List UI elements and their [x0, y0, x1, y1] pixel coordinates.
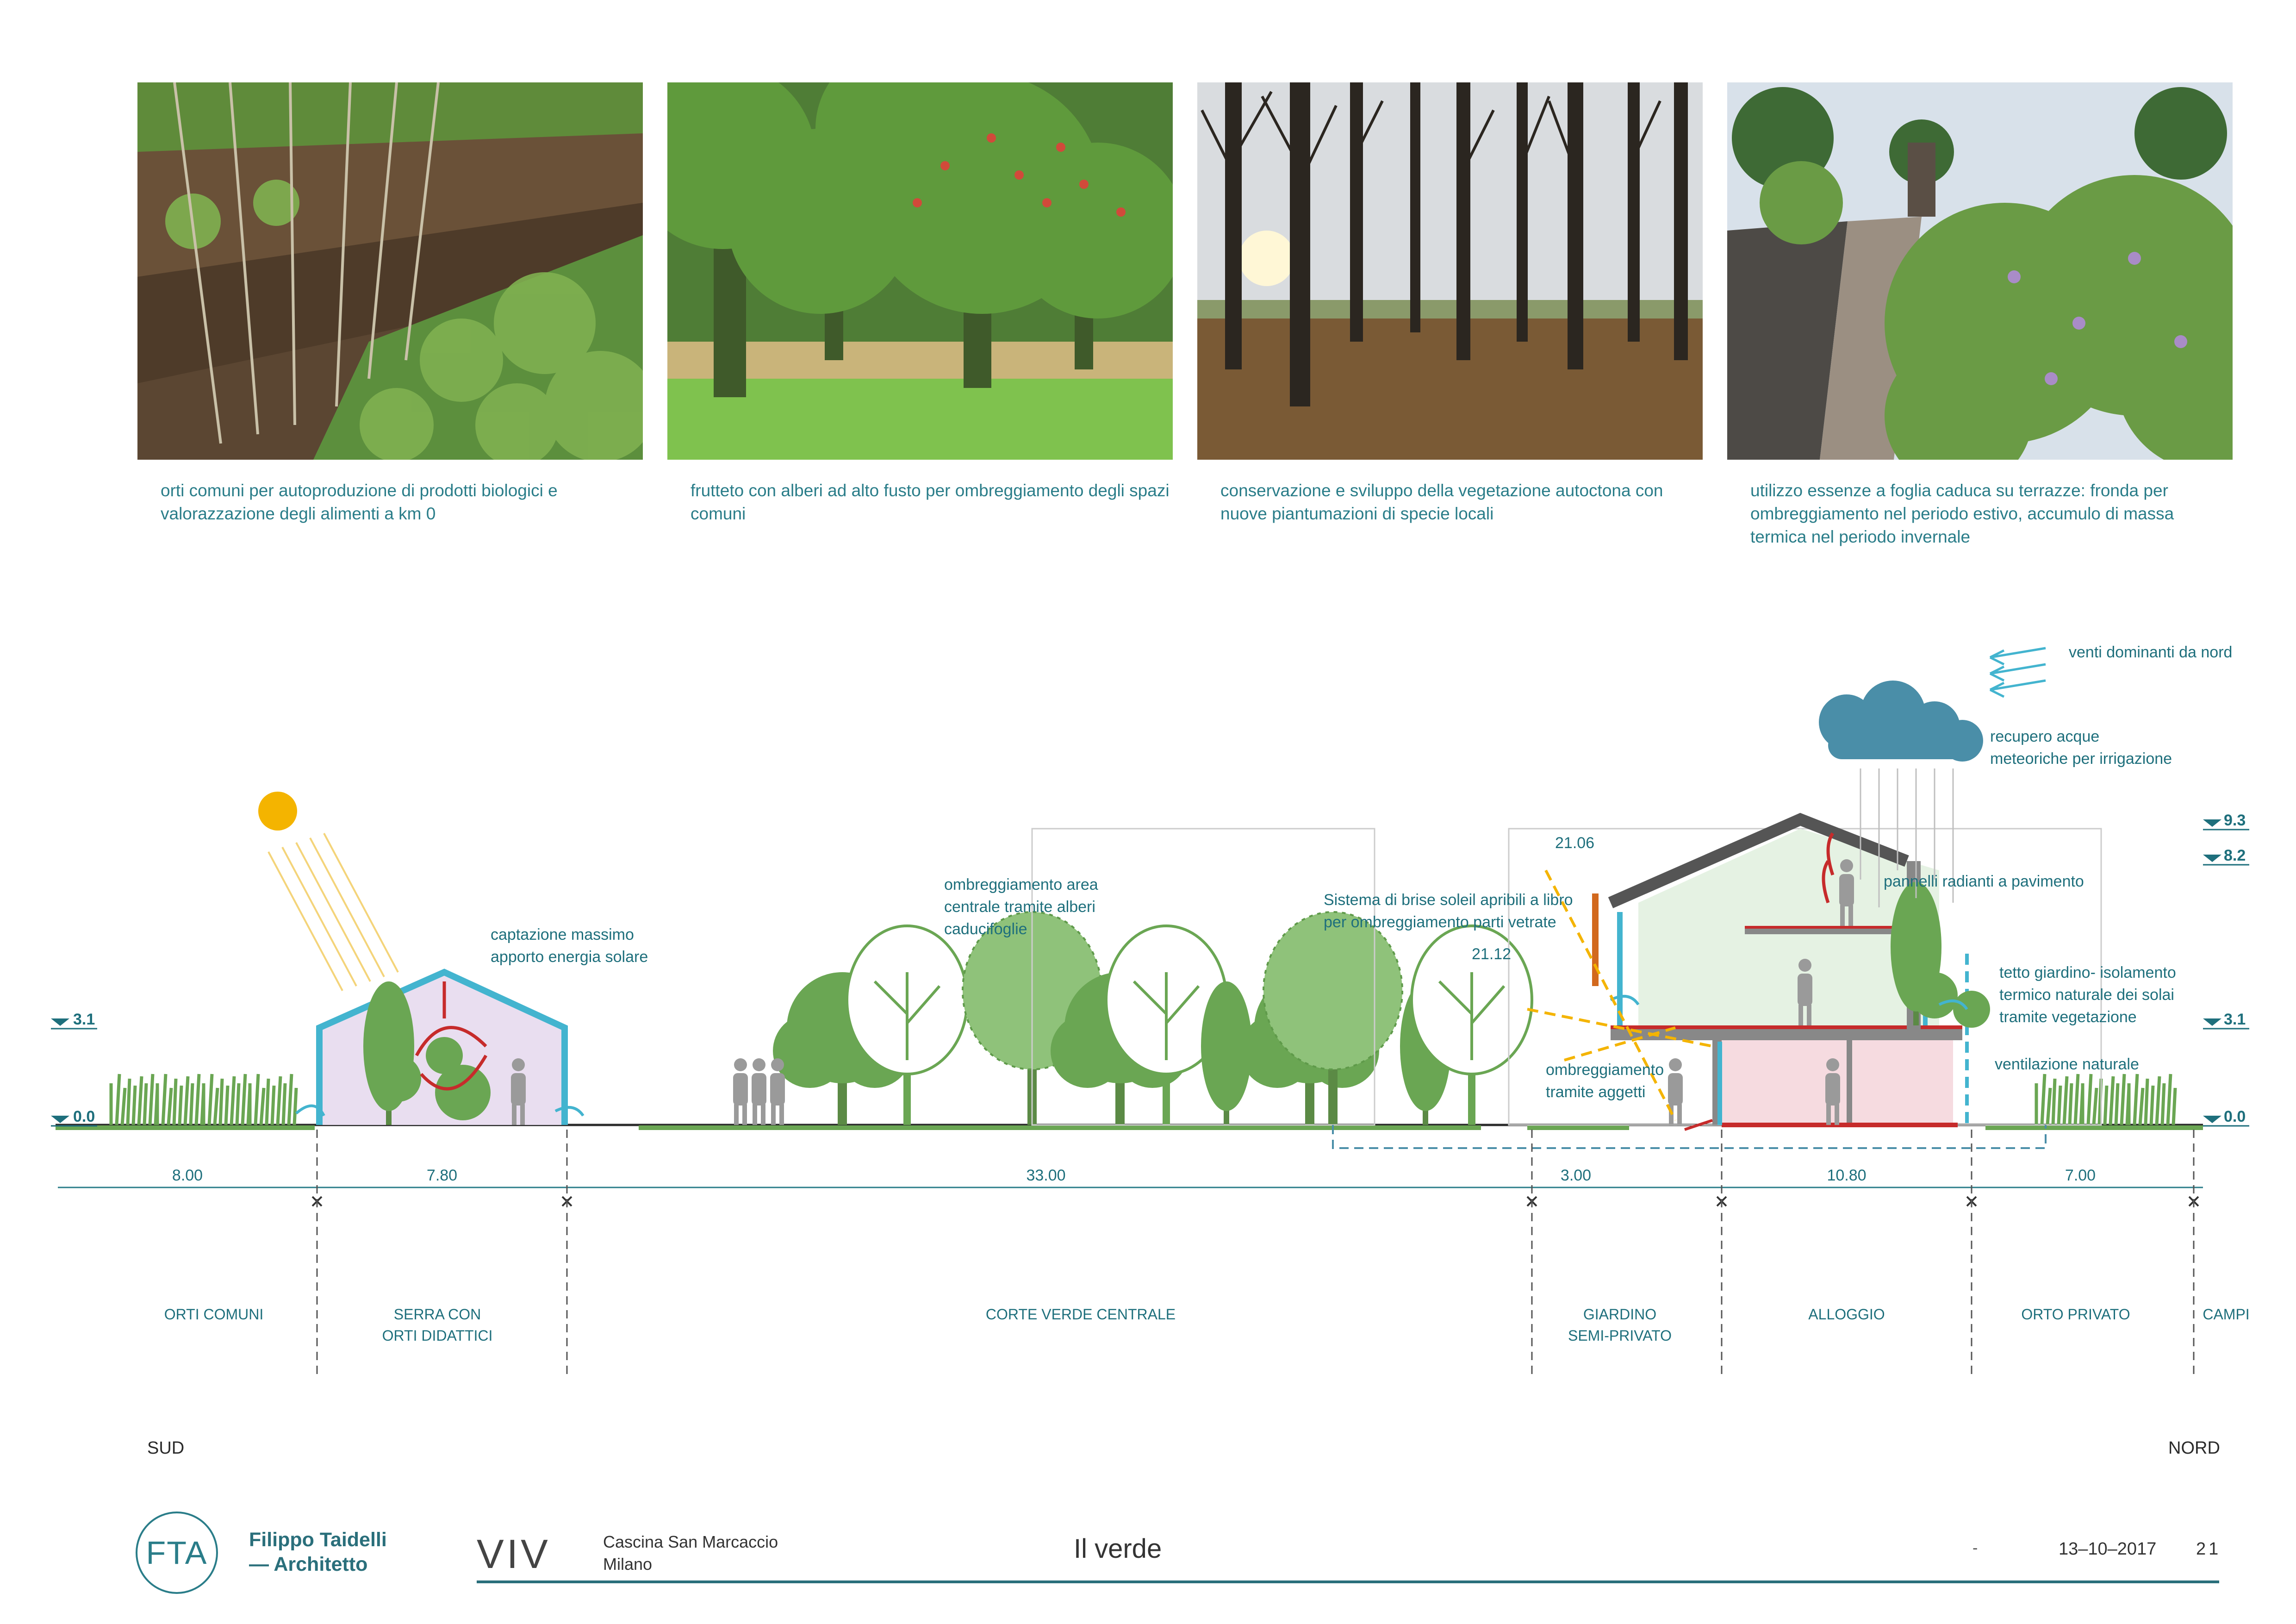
page-number: 21: [2196, 1539, 2221, 1559]
photo-roof-terrace: [1727, 82, 2233, 460]
zone-label-alloggio: ALLOGGIO: [1808, 1306, 1885, 1323]
level-marker-right-0-0: 0.0: [2203, 1108, 2249, 1127]
zone-label-giardino-line-2: SEMI-PRIVATO: [1568, 1327, 1672, 1344]
svg-text:0.0: 0.0: [2224, 1108, 2246, 1125]
annotation-solar-line-2: apporto energia solare: [491, 948, 648, 966]
svg-text:8.2: 8.2: [2224, 847, 2246, 864]
zone-label-orti-comuni: ORTI COMUNI: [164, 1306, 264, 1323]
annotation-brise-line-1: Sistema di brise soleil apribili a libro: [1324, 891, 1573, 909]
level-marker-right-8-2: 8.2: [2203, 847, 2249, 866]
central-court-trees: [733, 911, 1532, 1125]
dimension-8-00: 8.00: [172, 1167, 203, 1184]
photo-caption-roof-terrace: utilizzo essenze a foglia caduca su terr…: [1750, 481, 2174, 546]
photo-native-woodland: [1197, 82, 1703, 460]
annotation-radiant-panels: pannelli radianti a pavimento: [1884, 873, 2084, 890]
annotation-overhang-line-2: tramite aggetti: [1546, 1083, 1645, 1101]
dimension-10-80: 10.80: [1827, 1167, 1866, 1184]
level-marker-left-0-0: 0.0: [51, 1108, 97, 1127]
greenhouse: [295, 968, 585, 1125]
zone-label-serra-line-1: SERRA CON: [394, 1306, 481, 1323]
orientation-south: SUD: [147, 1438, 184, 1458]
photo-caption-native-woodland: conservazione e sviluppo della vegetazio…: [1220, 481, 1663, 523]
level-marker-left-3-1: 3.1: [51, 1011, 97, 1030]
sun-rays: [268, 833, 399, 991]
dimension-7-80: 7.80: [427, 1167, 457, 1184]
annotation-brise-line-2: per ombreggiamento parti vetrate: [1324, 913, 1556, 931]
dimension-7-00: 7.00: [2065, 1167, 2096, 1184]
annotation-ventilation: ventilazione naturale: [1995, 1056, 2139, 1073]
project-location-line-2: Milano: [603, 1555, 653, 1574]
svg-text:0.0: 0.0: [73, 1108, 95, 1125]
project-logo: VIV: [477, 1531, 551, 1577]
level-marker-right-9-3: 9.3: [2203, 812, 2249, 831]
level-marker-right-3-1: 3.1: [2203, 1011, 2249, 1030]
architect-name: Filippo Taidelli: [249, 1529, 387, 1551]
svg-text:3.1: 3.1: [73, 1011, 95, 1028]
dimension-line: 8.00 7.80 33.00 3.00 10.80 7.00: [58, 1130, 2203, 1375]
dimension-33-00: 33.00: [1026, 1167, 1065, 1184]
site-section-diagram: venti dominanti da nord recupero acque m…: [51, 643, 2250, 1458]
footer-rule: [477, 1580, 2219, 1583]
fta-logo-text: FTA: [146, 1535, 208, 1571]
angle-winter-label: 21.12: [1472, 945, 1511, 963]
annotation-rain-line-2: meteoriche per irrigazione: [1990, 750, 2172, 768]
zone-label-campi: CAMPI: [2203, 1306, 2249, 1323]
annotation-shade-trees-line-1: ombreggiamento area: [944, 876, 1098, 893]
orientation-north: NORD: [2168, 1438, 2220, 1458]
wind-arrows-icon: [1989, 647, 2046, 698]
footer-dash: -: [1972, 1539, 1978, 1557]
svg-text:3.1: 3.1: [2224, 1011, 2246, 1028]
footer-date: 13–10–2017: [2059, 1539, 2157, 1559]
housing-section: [1592, 812, 1990, 1131]
annotation-green-roof-line-2: termico naturale dei solai: [1999, 986, 2174, 1004]
zone-label-serra-line-2: ORTI DIDATTICI: [382, 1327, 493, 1344]
sun-icon: [258, 792, 297, 831]
zone-label-orto-privato: ORTO PRIVATO: [2021, 1306, 2130, 1323]
annotation-shade-trees-line-2: centrale tramite alberi: [944, 898, 1095, 916]
annotation-rain-line-1: recupero acque: [1990, 728, 2099, 745]
photo-vegetable-garden: [137, 82, 643, 460]
rain-cloud-icon: [1819, 681, 1983, 907]
dimension-3-00: 3.00: [1561, 1167, 1591, 1184]
project-location-line-1: Cascina San Marcaccio: [603, 1532, 778, 1551]
annotation-green-roof-line-3: tramite vegetazione: [1999, 1008, 2137, 1026]
zone-label-corte-verde: CORTE VERDE CENTRALE: [986, 1306, 1176, 1323]
sun-angle-lines: [1527, 869, 1713, 1121]
annotation-wind: venti dominanti da nord: [2069, 643, 2232, 661]
page-title: Il verde: [1074, 1534, 1162, 1564]
annotation-green-roof-line-1: tetto giardino- isolamento: [1999, 964, 2176, 981]
angle-summer-label: 21.06: [1555, 834, 1594, 852]
annotation-solar-line-1: captazione massimo: [491, 926, 634, 943]
fta-logo: FTA: [136, 1512, 218, 1594]
architect-role: — Architetto: [249, 1553, 368, 1575]
svg-text:9.3: 9.3: [2224, 812, 2246, 829]
photo-caption-orchard: frutteto con alberi ad alto fusto per om…: [691, 481, 1170, 523]
annotation-overhang-line-1: ombreggiamento: [1546, 1061, 1664, 1079]
photo-orchard: [667, 82, 1173, 460]
photo-caption-vegetable-garden: orti comuni per autoproduzione di prodot…: [161, 481, 558, 523]
zone-label-giardino-line-1: GIARDINO: [1583, 1306, 1656, 1323]
annotation-shade-trees-line-3: caducifoglie: [944, 920, 1027, 938]
